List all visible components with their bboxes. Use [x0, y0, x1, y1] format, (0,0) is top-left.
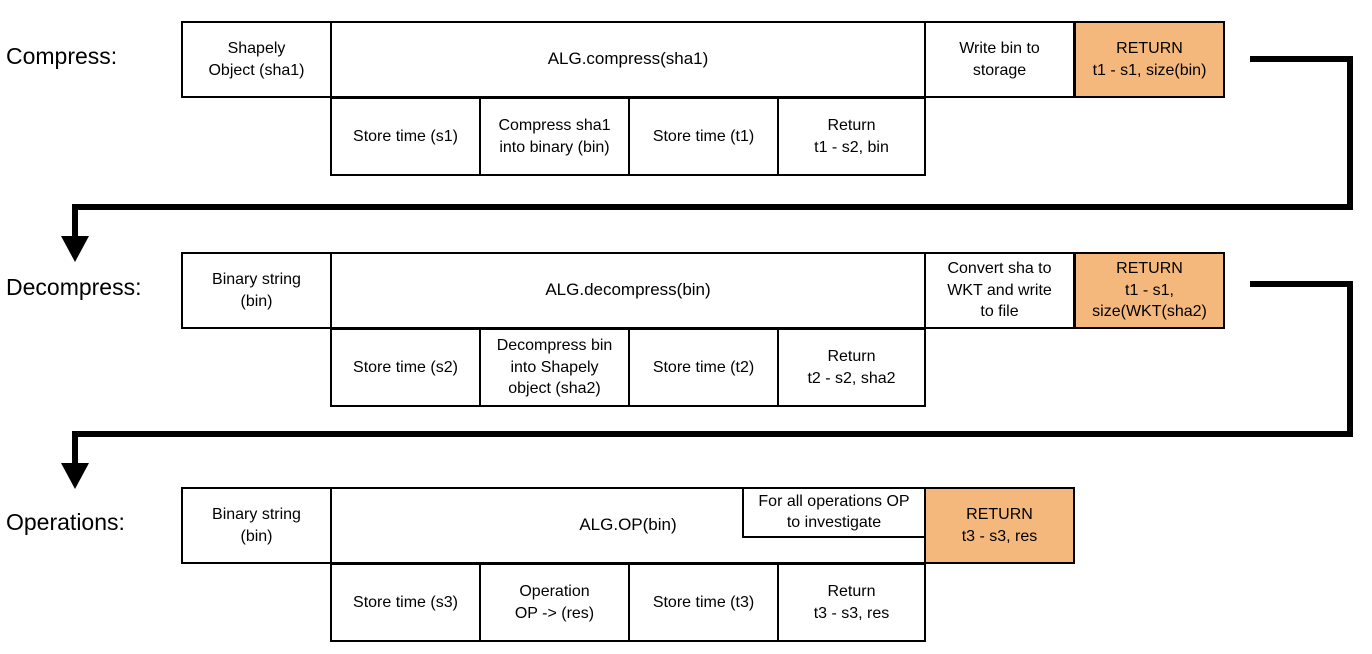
post-step-box-compress: Write bin to storage [924, 21, 1075, 98]
substep-box-operations-2: Operation OP -> (res) [479, 563, 630, 642]
substep-box-compress-4: Return t1 - s2, bin [777, 97, 926, 176]
row-label-compress: Compress: [6, 43, 118, 69]
arrowhead-down-icon [61, 236, 89, 262]
return-box-compress: RETURN t1 - s1, size(bin) [1074, 21, 1225, 98]
input-box-operations: Binary string (bin) [181, 487, 332, 564]
main-call-box-decompress: ALG.decompress(bin) [330, 252, 926, 329]
connector-decompress-to-operations [72, 281, 1353, 465]
input-box-decompress: Binary string (bin) [181, 252, 332, 329]
substep-box-decompress-2: Decompress bin into Shapely object (sha2… [479, 328, 630, 407]
row-label-decompress: Decompress: [6, 274, 142, 300]
substep-box-compress-1: Store time (s1) [330, 97, 481, 176]
substep-box-decompress-4: Return t2 - s2, sha2 [777, 328, 926, 407]
return-box-operations: RETURN t3 - s3, res [924, 487, 1075, 564]
post-step-box-decompress: Convert sha to WKT and write to file [924, 252, 1075, 329]
row-label-operations: Operations: [6, 509, 125, 535]
substep-box-compress-2: Compress sha1 into binary (bin) [479, 97, 630, 176]
connector-compress-to-decompress [72, 56, 1353, 238]
substep-box-operations-1: Store time (s3) [330, 563, 481, 642]
substep-box-operations-3: Store time (t3) [628, 563, 779, 642]
substep-box-decompress-1: Store time (s2) [330, 328, 481, 407]
substep-box-operations-4: Return t3 - s3, res [777, 563, 926, 642]
loop-note-box-operations: For all operations OP to investigate [742, 487, 926, 538]
return-box-decompress: RETURN t1 - s1, size(WKT(sha2) [1074, 252, 1225, 329]
substep-box-decompress-3: Store time (t2) [628, 328, 779, 407]
input-box-compress: Shapely Object (sha1) [181, 21, 332, 98]
arrowhead-down-icon [61, 463, 89, 489]
main-call-box-compress: ALG.compress(sha1) [330, 21, 926, 98]
substep-box-compress-3: Store time (t1) [628, 97, 779, 176]
